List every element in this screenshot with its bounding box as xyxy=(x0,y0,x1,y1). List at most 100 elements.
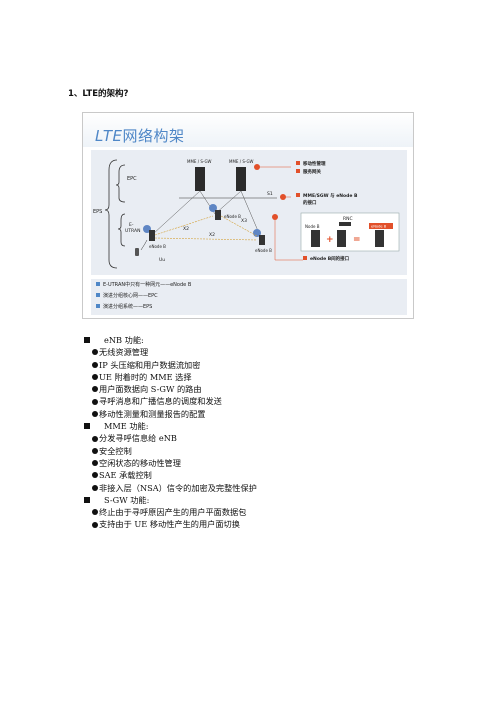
legend-square-1 xyxy=(96,282,100,286)
callout-mobility: 移动性管理 xyxy=(303,160,326,167)
list-item-text: 移动性测量和测量报告的配置 xyxy=(99,408,206,419)
list-item-text: 安全控制 xyxy=(99,445,132,456)
list-item-text: 寻呼消息和广播信息的调度和发送 xyxy=(99,396,222,407)
section-title-text: eNB 功能: xyxy=(104,335,144,345)
x2-link-right xyxy=(220,215,258,237)
eps-brace xyxy=(104,159,118,269)
x2-link-left xyxy=(154,215,214,236)
section-heading: 1、LTE的架构? xyxy=(68,89,129,99)
bullet-dot xyxy=(92,386,98,393)
list-item: 分发寻呼信息给 eNB xyxy=(84,432,257,444)
mme-sgw-label-1: MME / S-GW xyxy=(187,159,212,164)
section-title-sgw: S-GW 功能: xyxy=(84,494,257,506)
list-item: 移动性测量和测量报告的配置 xyxy=(84,408,257,420)
rnc-label: RNC xyxy=(343,216,353,222)
list-item-text: IP 头压缩和用户数据流加密 xyxy=(99,359,201,370)
legend-square-3 xyxy=(96,304,100,308)
callout-service-gw: 服务网关 xyxy=(303,168,321,175)
callout-square-1 xyxy=(296,161,300,165)
plus-sign: + xyxy=(326,235,334,245)
list-item: 空闲状态的移动性管理 xyxy=(84,457,257,469)
list-item: 支持由于 UE 移动性产生的用户面切换 xyxy=(84,518,257,530)
legend-square-2 xyxy=(96,293,100,297)
list-item: IP 头压缩和用户数据流加密 xyxy=(84,359,257,371)
rnc-unit xyxy=(339,222,351,226)
callout-interface-2: 的接口 xyxy=(303,199,317,206)
legend-svg: E-UTRAN中只有一种网元——eNode B 演进分组核心网——EPC 演进分… xyxy=(96,281,192,310)
bullet-dot xyxy=(92,361,98,368)
enode-b-box-header xyxy=(369,223,393,229)
section-title-mme: MME 功能: xyxy=(84,420,257,432)
section-title-enb: eNB 功能: xyxy=(84,334,257,346)
rnc-cabinet xyxy=(337,230,346,247)
list-item-text: UE 附着时的 MME 选择 xyxy=(99,371,192,382)
legend-item-2: 演进分组核心网——EPC xyxy=(103,292,158,299)
legend-item-1: E-UTRAN中只有一种网元——eNode B xyxy=(103,281,192,288)
callout-square-4 xyxy=(303,256,307,260)
bullet-dot xyxy=(92,447,98,454)
list-item-text: 终止由于寻呼原因产生的用户平面数据包 xyxy=(99,507,247,518)
bullet-dot xyxy=(92,460,98,467)
callout-enb-interface: eNode B间的接口 xyxy=(310,255,350,262)
marker-mobility xyxy=(254,164,260,170)
list-item-text: SAE 承载控制 xyxy=(99,470,152,481)
list-item: 用户面数据向 S-GW 的路由 xyxy=(84,383,257,395)
legend-item-3: 演进分组系统——EPS xyxy=(103,303,152,310)
lte-architecture-figure: LTE网络构架 EPC EPS E- UTRAN MME / S-GW MME … xyxy=(82,112,414,319)
square-bullet xyxy=(84,497,90,503)
list-item: 非接入层（NSA）信令的加密及完整性保护 xyxy=(84,482,257,494)
equals-sign: = xyxy=(353,235,361,245)
marker-s1 xyxy=(280,194,286,200)
link-2 xyxy=(152,190,201,235)
list-item-text: 支持由于 UE 移动性产生的用户面切换 xyxy=(99,519,240,530)
square-bullet xyxy=(84,423,90,430)
node-b-label: Node B xyxy=(305,224,320,229)
mme-server-1 xyxy=(195,167,205,191)
bullet-dot xyxy=(92,509,98,516)
s1-label: S1 xyxy=(267,191,273,197)
bullet-dot xyxy=(92,435,98,442)
legend-panel: E-UTRAN中只有一种网元——eNode B 演进分组核心网——EPC 演进分… xyxy=(91,279,407,315)
figure-title-lte: LTE xyxy=(95,127,123,145)
enb-left-label: eNode B xyxy=(149,244,166,249)
mme-sgw-label-2: MME / S-GW xyxy=(229,159,254,164)
square-bullet xyxy=(84,337,90,344)
network-diagram: EPC EPS E- UTRAN MME / S-GW MME / S-GW S… xyxy=(93,159,400,269)
eutran-label-2: UTRAN xyxy=(125,228,140,234)
enode-b-cabinet xyxy=(375,230,384,247)
x2-label-bottom: X2 xyxy=(209,232,215,238)
list-item-text: 用户面数据向 S-GW 的路由 xyxy=(99,384,202,395)
bullet-dot xyxy=(92,349,98,356)
epc-brace xyxy=(115,164,126,203)
epc-label: EPC xyxy=(127,176,137,182)
marker-x2 xyxy=(272,214,278,220)
figure-title-bar xyxy=(83,113,413,147)
list-item: 安全控制 xyxy=(84,445,257,457)
uu-label: Uu xyxy=(159,257,165,263)
x2-link-bottom xyxy=(154,237,258,241)
eutran-brace xyxy=(117,213,126,247)
ue-phone xyxy=(135,248,139,256)
enb-top-cabinet xyxy=(215,210,221,220)
node-b-cabinet xyxy=(311,230,320,247)
section-title-text: MME 功能: xyxy=(104,421,149,432)
x2-label-left: X2 xyxy=(183,226,189,232)
callout-square-3 xyxy=(296,193,300,197)
function-list: eNB 功能: 无线资源管理 IP 头压缩和用户数据流加密 UE 附着时的 MM… xyxy=(84,334,257,531)
connector-enb-interface xyxy=(274,220,303,261)
eps-label: EPS xyxy=(93,209,102,215)
bullet-dot xyxy=(92,521,98,528)
callout-interface-1: MME/SGW 与 eNode B xyxy=(303,192,358,199)
x2-label-right: X3 xyxy=(241,218,247,224)
bullet-dot xyxy=(92,410,98,417)
mme-server-2 xyxy=(236,167,246,191)
enode-b-box-label: eNode B xyxy=(371,225,387,229)
list-item: SAE 承载控制 xyxy=(84,469,257,481)
list-item: 寻呼消息和广播信息的调度和发送 xyxy=(84,395,257,407)
enb-right-cabinet xyxy=(259,235,265,245)
bullet-dot xyxy=(92,374,98,381)
list-item-text: 非接入层（NSA）信令的加密及完整性保护 xyxy=(99,482,257,493)
enb-top-label: eNode B xyxy=(224,214,241,219)
bullet-dot xyxy=(92,472,98,479)
list-item: UE 附着时的 MME 选择 xyxy=(84,371,257,383)
